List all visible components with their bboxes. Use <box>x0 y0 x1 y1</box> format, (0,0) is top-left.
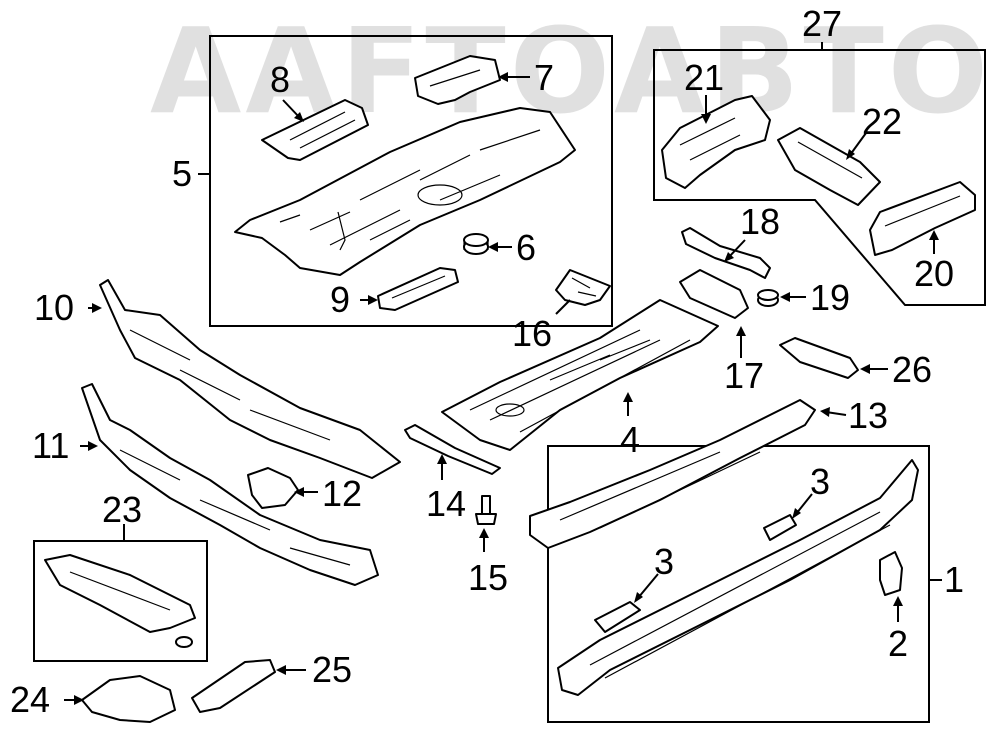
callout-23: 23 <box>102 489 142 530</box>
part-11-side-rail <box>81 383 379 586</box>
callout-13: 13 <box>848 395 888 436</box>
part-9-bracket <box>377 267 459 311</box>
callout-7: 7 <box>534 57 554 98</box>
callout-labels: 5 8 7 6 9 10 11 12 14 15 4 16 17 18 19 2… <box>10 3 964 720</box>
callout-10: 10 <box>34 287 74 328</box>
part-3a-bracket <box>594 601 641 633</box>
callout-15: 15 <box>468 557 508 598</box>
part-7-bracket <box>414 55 501 105</box>
callout-20: 20 <box>914 253 954 294</box>
callout-1: 1 <box>944 559 964 600</box>
part-14-bracket <box>404 424 501 475</box>
part-22-rail <box>777 127 881 206</box>
part-19-nut <box>757 289 779 307</box>
part-6-plug <box>463 233 489 255</box>
part-23-panel <box>44 554 196 648</box>
part-1-rocker <box>557 459 919 696</box>
callout-14: 14 <box>426 483 466 524</box>
callout-4: 4 <box>620 419 640 460</box>
part-15-bolt <box>475 495 497 525</box>
callout-3a: 3 <box>654 541 674 582</box>
part-20-rail <box>869 181 976 256</box>
part-25-bracket <box>191 659 276 713</box>
part-26-bracket <box>779 337 859 379</box>
callout-5: 5 <box>172 153 192 194</box>
callout-9: 9 <box>330 279 350 320</box>
part-10-side-rail <box>99 279 401 479</box>
callout-11: 11 <box>32 425 69 466</box>
part-18-bracket <box>681 227 771 279</box>
callout-17: 17 <box>724 355 764 396</box>
callout-12: 12 <box>322 473 362 514</box>
callout-22: 22 <box>862 101 902 142</box>
part-13-sill <box>529 399 816 549</box>
callout-3b: 3 <box>810 461 830 502</box>
group-27-frame <box>653 49 986 306</box>
callout-19: 19 <box>810 277 850 318</box>
group-23-frame <box>33 540 208 662</box>
part-4-rear-floor <box>441 299 719 451</box>
callout-2: 2 <box>888 623 908 664</box>
leader-lines <box>64 42 942 705</box>
part-3b-bracket <box>763 514 797 541</box>
callout-25: 25 <box>312 649 352 690</box>
callout-16: 16 <box>512 313 552 354</box>
part-8-bracket <box>261 99 369 161</box>
part-24-shield <box>81 675 176 723</box>
callout-8: 8 <box>270 59 290 100</box>
part-16-bracket <box>555 269 611 306</box>
callout-26: 26 <box>892 349 932 390</box>
watermark: AAFTOАВТО <box>150 2 992 140</box>
watermark-text: AAFTOАВТО <box>150 2 992 140</box>
callout-24: 24 <box>10 679 50 720</box>
part-21-bracket <box>661 95 771 189</box>
callout-18: 18 <box>740 201 780 242</box>
part-17-panel <box>679 269 749 319</box>
callout-6: 6 <box>516 227 536 268</box>
callout-27: 27 <box>802 3 842 44</box>
part-2-bracket <box>879 551 903 596</box>
part-12-bracket <box>247 467 299 509</box>
callout-21: 21 <box>684 57 724 98</box>
part-5-floor-pan <box>234 107 576 276</box>
group-5-frame <box>209 35 613 327</box>
